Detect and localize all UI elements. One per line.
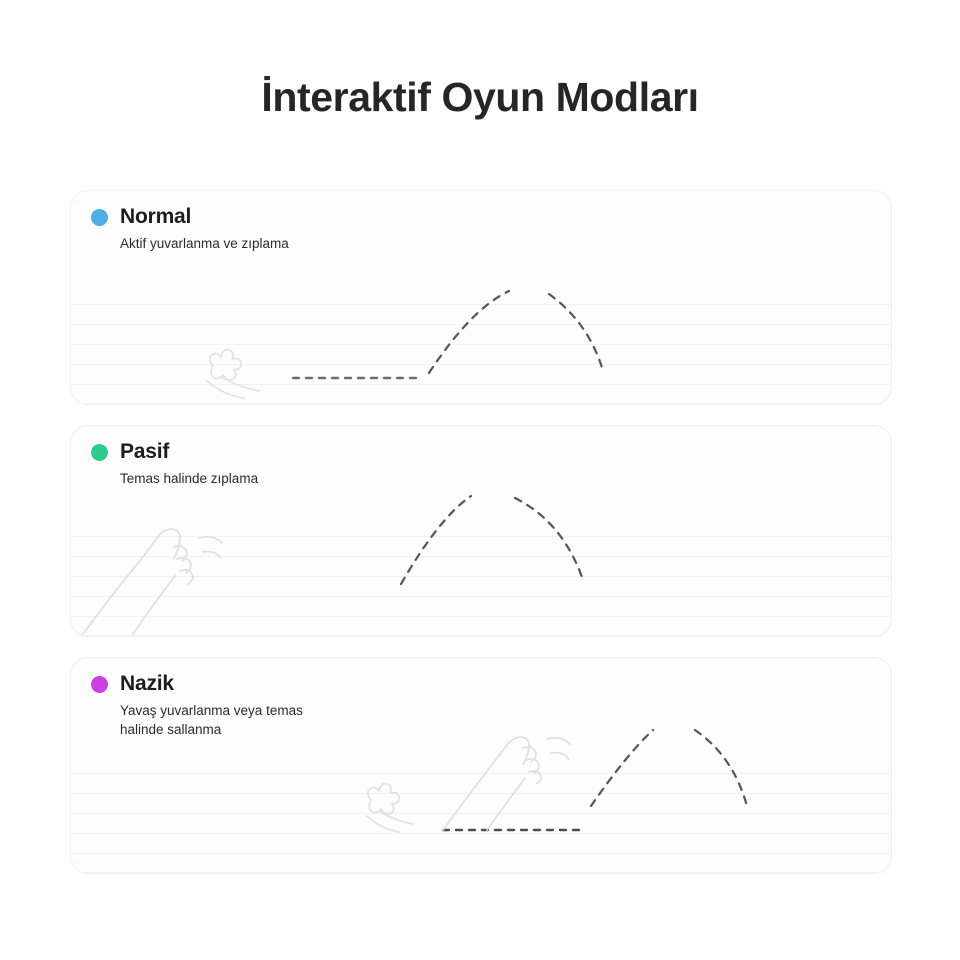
mode-card-pasif[interactable]: Pasif Temas halinde zıplama	[70, 425, 892, 637]
card-header: Nazik Yavaş yuvarlanma veya temas halind…	[91, 672, 350, 739]
mode-description: Aktif yuvarlanma ve zıplama	[120, 236, 289, 251]
motion-arc-icon	[82, 494, 585, 635]
motion-scene-pasif	[71, 426, 891, 636]
mode-description: Yavaş yuvarlanma veya temas halinde sall…	[120, 703, 303, 737]
motion-scene-normal	[71, 191, 891, 404]
motion-scene-nazik	[71, 658, 891, 873]
mode-card-normal[interactable]: Normal Aktif yuvarlanma ve zıplama	[70, 190, 892, 405]
cat-leg-icon	[82, 528, 223, 635]
card-header: Pasif Temas halinde zıplama	[91, 440, 258, 488]
mode-title: Nazik	[120, 672, 174, 695]
page-title: İnteraktif Oyun Modları	[261, 74, 699, 120]
cat-leg-icon	[442, 736, 571, 831]
mode-description: Temas halinde zıplama	[120, 471, 259, 486]
mode-title: Pasif	[120, 440, 170, 463]
mode-title: Normal	[120, 205, 192, 228]
card-header: Normal Aktif yuvarlanma ve zıplama	[91, 205, 289, 253]
mode-card-list: Normal Aktif yuvarlanma ve zıplama	[70, 190, 892, 894]
mode-card-nazik[interactable]: Nazik Yavaş yuvarlanma veya temas halind…	[70, 657, 892, 874]
status-dot-nazik	[91, 675, 108, 693]
status-dot-normal	[91, 208, 108, 226]
motion-arc-icon	[206, 289, 605, 399]
paw-print-icon	[206, 348, 260, 399]
status-dot-pasif	[91, 443, 108, 461]
motion-arc-icon	[366, 728, 749, 833]
paw-print-icon	[366, 782, 414, 833]
